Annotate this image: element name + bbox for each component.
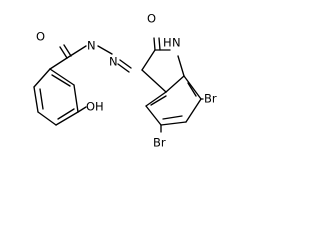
bromine-upper-label: Br [204,92,217,106]
acyl-hydrazone-linker [59,44,132,113]
ring-nh-label: H [163,36,172,50]
atom-labels: O N N H N O OH Br Br [36,12,217,150]
chemical-structure-diagram: O N N H N O OH Br Br [33,12,217,150]
hydrazone-n1-label: N [87,39,96,53]
amide-oxygen-label: O [36,30,45,44]
hydroxyl-label: OH [86,100,104,114]
benzene-ring-right [145,75,204,133]
ring-n-label: N [172,36,181,50]
benzene-ring-left [33,57,79,126]
hydrazone-n2-label: N [109,55,118,69]
bromine-lower-label: Br [153,136,166,150]
lactam-oxygen-label: O [147,12,156,26]
oxindole-five-ring [141,37,185,93]
